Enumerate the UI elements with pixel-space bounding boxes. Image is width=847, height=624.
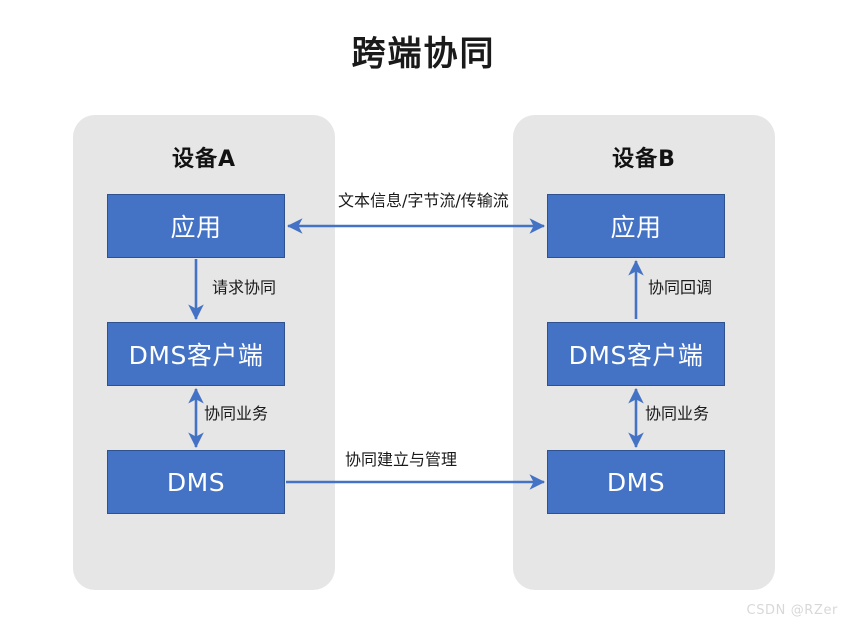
page-title: 跨端协同 [351, 34, 496, 74]
node-device-a-dms-client[interactable]: DMS客户端 [107, 322, 285, 386]
edge-label-b-callback: 协同回调 [648, 278, 713, 297]
edge-label-b-business: 协同业务 [645, 404, 710, 423]
node-device-b-dms[interactable]: DMS [547, 450, 725, 514]
node-device-b-dms-client[interactable]: DMS客户端 [547, 322, 725, 386]
edge-label-cross-bottom: 协同建立与管理 [345, 450, 458, 469]
device-b-title: 设备B [612, 147, 676, 172]
edge-label-a-business: 协同业务 [204, 404, 269, 423]
node-device-a-app[interactable]: 应用 [107, 194, 285, 258]
node-device-a-dms[interactable]: DMS [107, 450, 285, 514]
device-a-title: 设备A [171, 147, 237, 172]
edge-label-a-request: 请求协同 [212, 278, 277, 297]
edge-label-cross-top: 文本信息/字节流/传输流 [338, 191, 509, 210]
node-device-b-app[interactable]: 应用 [547, 194, 725, 258]
watermark: CSDN @RZer [746, 603, 838, 618]
